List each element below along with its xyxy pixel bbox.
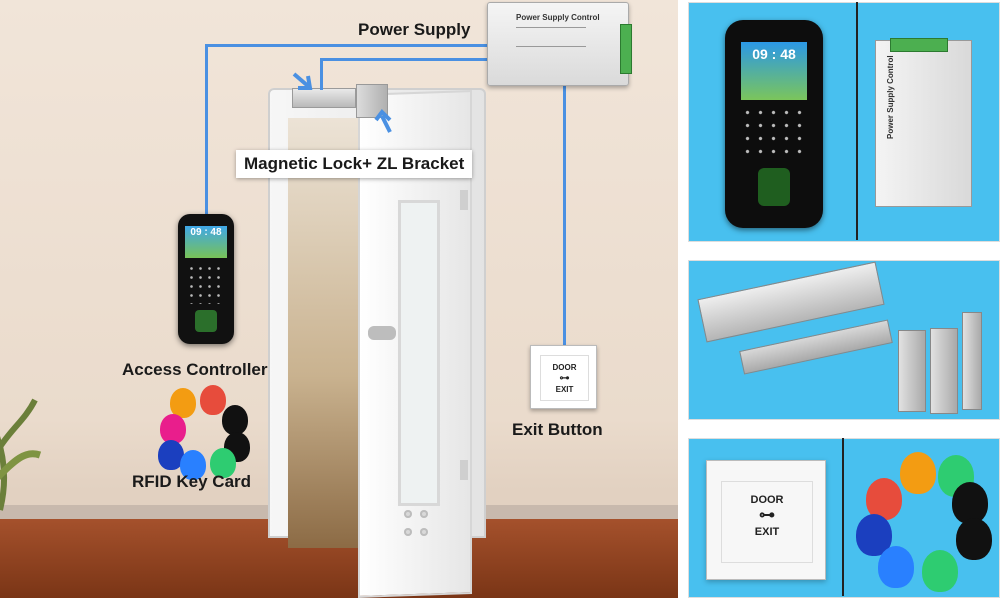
rfid-fob (952, 482, 988, 524)
door-window (398, 200, 440, 506)
door-hinge (460, 460, 468, 480)
key-icon: ⊶ (559, 373, 570, 384)
rfid-fob (866, 478, 902, 520)
installation-scene: Power Supply Control Power Supply Magnet… (0, 0, 678, 598)
rfid-fob (180, 450, 206, 480)
zl-bracket-part (962, 312, 982, 410)
panel-divider (842, 438, 844, 596)
exit-button-label: Exit Button (512, 420, 603, 439)
closeup-keypad (741, 106, 807, 158)
door-vent-hole (404, 528, 412, 536)
power-supply-unit: Power Supply Control (487, 2, 629, 86)
exit-exit-text: EXIT (555, 385, 574, 394)
rfid-fob (160, 414, 186, 444)
door-handle (368, 326, 396, 340)
rfid-key-card-label: RFID Key Card (132, 472, 252, 491)
access-controller: 09 : 48 (178, 214, 234, 344)
rfid-fob (956, 518, 992, 560)
closeup-fingerprint-sensor (758, 168, 790, 206)
controller-time: 09 : 48 (190, 227, 222, 238)
access-controller-closeup: 09 : 48 (725, 20, 823, 228)
door-hinge (460, 190, 468, 210)
psu-label: Power Supply Control (516, 13, 600, 22)
wire-lock-top (320, 58, 488, 61)
rfid-fob (900, 452, 936, 494)
rfid-fob (200, 385, 226, 415)
closeup-time: 09 : 48 (752, 46, 796, 62)
closeup-exit-face: DOOR ⊶ EXIT (721, 481, 813, 563)
rfid-fob (878, 546, 914, 588)
wire-exit (563, 84, 566, 346)
access-controller-label: Access Controller (122, 360, 268, 379)
wire-controller (205, 44, 208, 216)
door-vent-hole (420, 528, 428, 536)
closeup-door-text: DOOR (750, 494, 784, 506)
closeup-exit-text: EXIT (754, 526, 780, 538)
closeup-psu-label: Power Supply Control (886, 55, 895, 139)
exit-door-text: DOOR (552, 363, 577, 372)
wire-lock (320, 58, 323, 90)
closeup-screen: 09 : 48 (741, 42, 807, 100)
magnetic-lock-label: Magnetic Lock+ ZL Bracket (236, 150, 473, 178)
rfid-fob (158, 440, 184, 470)
door-vent-hole (404, 510, 412, 518)
controller-screen: 09 : 48 (185, 226, 227, 258)
psu-spec-lines (516, 27, 586, 47)
rfid-fob (222, 405, 248, 435)
rfid-fob (922, 550, 958, 592)
key-icon: ⊶ (759, 507, 775, 524)
door-vent-hole (420, 510, 428, 518)
plant-leaves (0, 398, 42, 511)
exit-button-device: DOOR ⊶ EXIT (530, 345, 597, 409)
rfid-fob (210, 448, 236, 478)
zl-bracket-part (898, 330, 926, 412)
closeup-psu-terminal (890, 38, 948, 52)
controller-keypad (187, 264, 225, 304)
fingerprint-sensor (195, 310, 217, 332)
power-supply-closeup: Power Supply Control (875, 40, 972, 207)
exit-button-closeup: DOOR ⊶ EXIT (706, 460, 826, 580)
power-supply-label: Power Supply (358, 20, 471, 39)
exit-button-face: DOOR ⊶ EXIT (540, 355, 589, 401)
magnetic-lock (292, 88, 356, 108)
panel-divider (856, 2, 858, 240)
rfid-fob (170, 388, 196, 418)
pointer-arrows-icon (292, 72, 392, 133)
wire-top (205, 44, 488, 47)
zl-bracket-part (930, 328, 958, 414)
psu-terminal-block (620, 24, 632, 74)
